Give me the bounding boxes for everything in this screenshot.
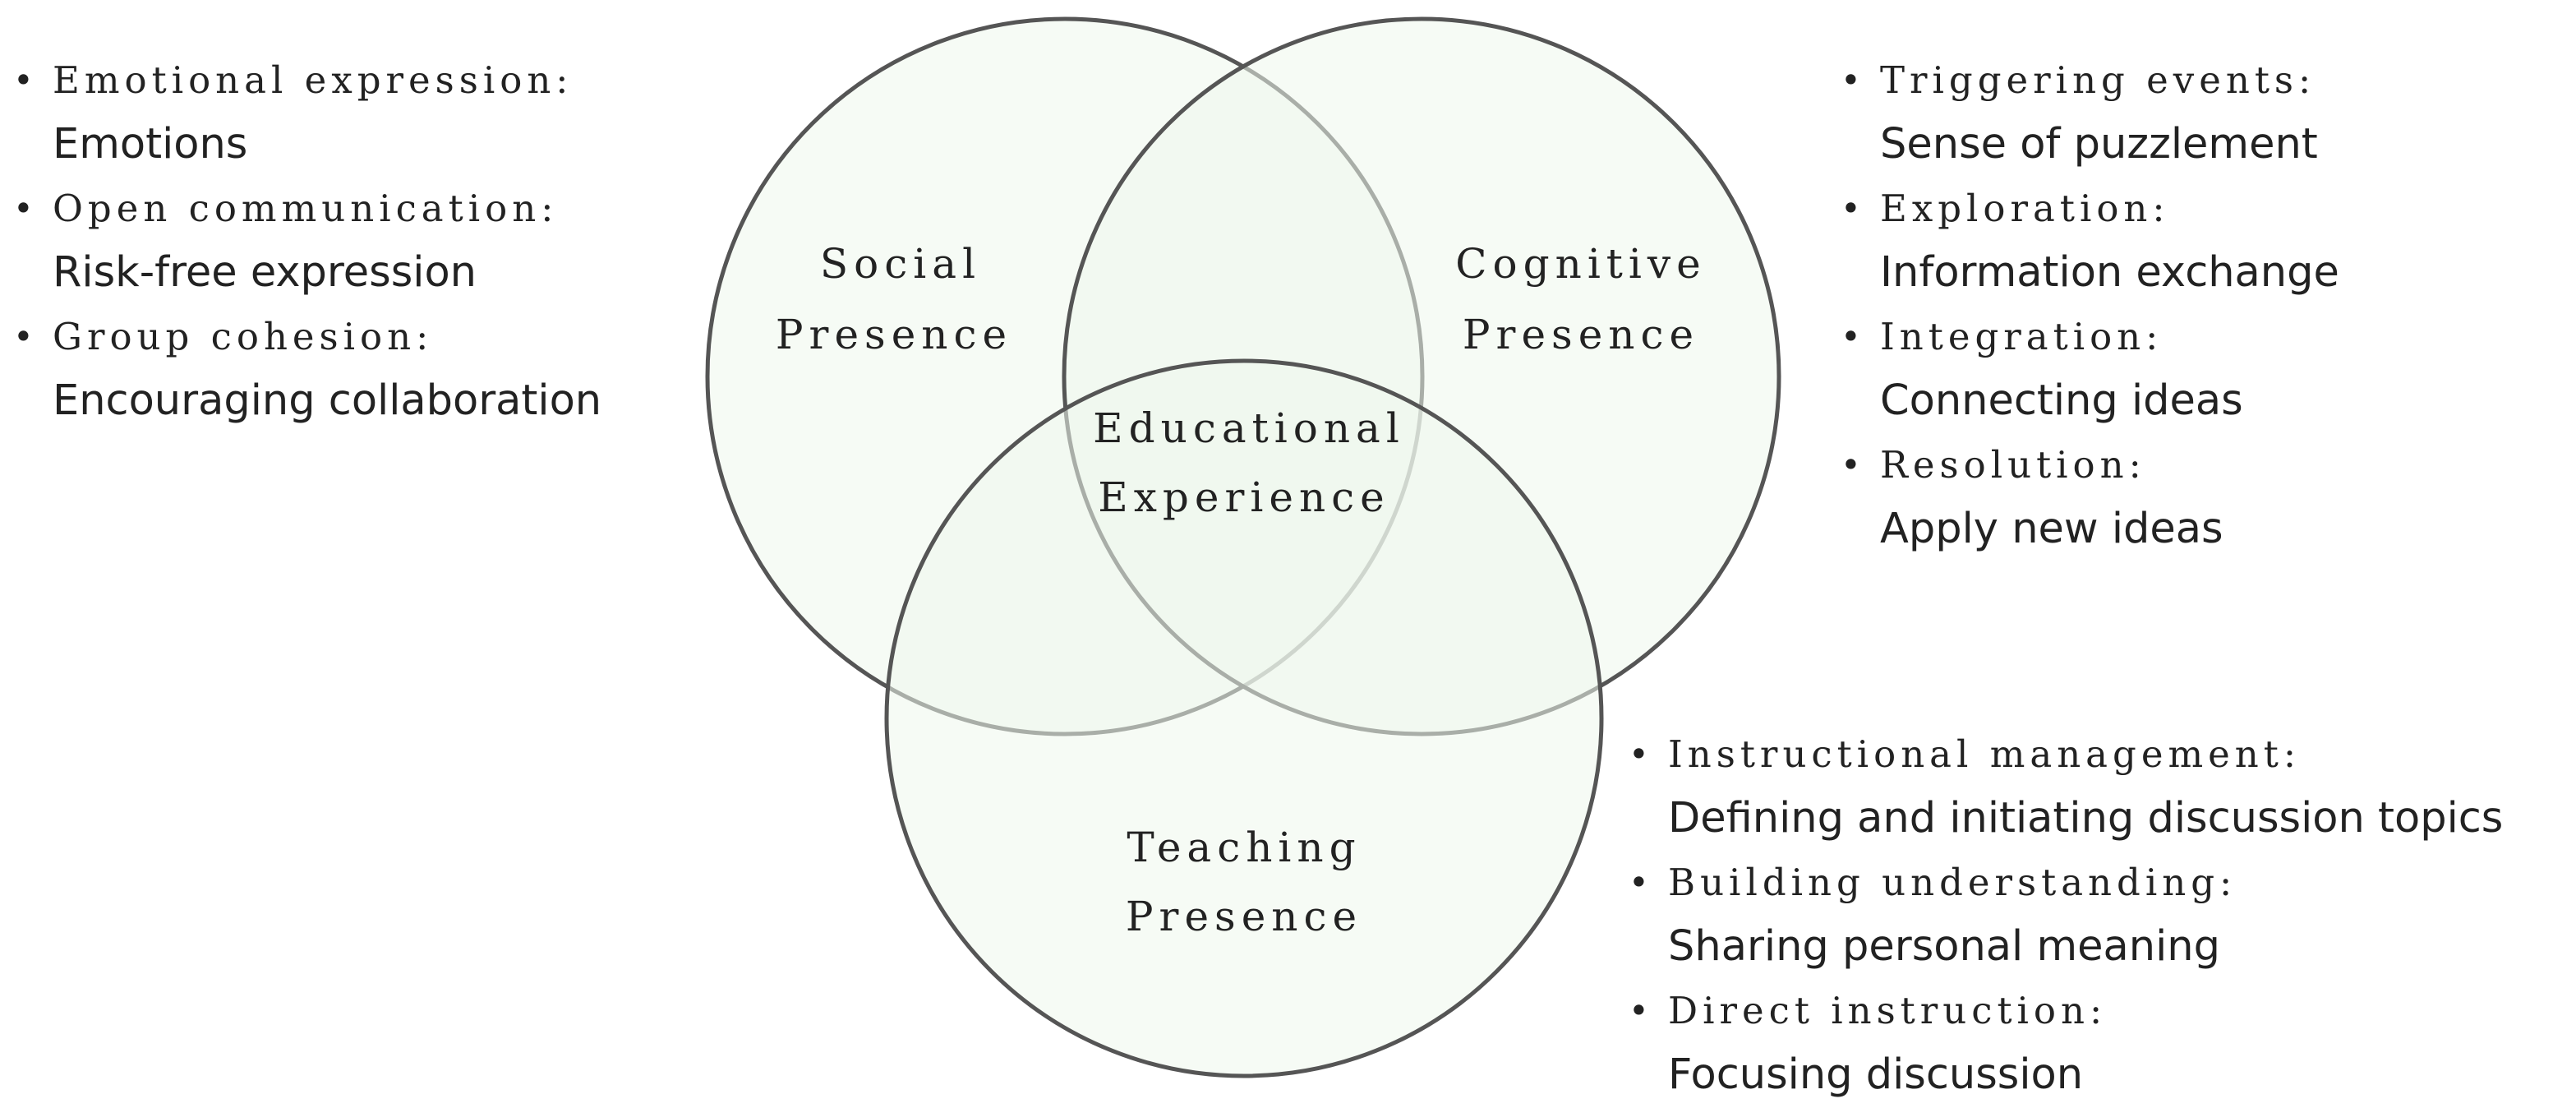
teaching-presence-circle	[884, 358, 1604, 1078]
indicator-description: Focusing discussion	[1668, 1050, 2084, 1099]
indicator-description: Defining and initiating discussion topic…	[1668, 794, 2504, 843]
indicator-description: Information exchange	[1880, 248, 2339, 297]
social-presence-label-line2: Presence	[776, 311, 1012, 358]
list-item: • Open communication: Risk-free expressi…	[13, 178, 601, 306]
educational-experience-label-line1: Educational	[1093, 404, 1405, 452]
list-item: • Instructional management: Defining and…	[1629, 723, 2503, 852]
indicator-term: Group cohesion:	[53, 315, 434, 358]
bullet-icon: •	[1629, 862, 1649, 903]
cognitive-presence-label-line2: Presence	[1463, 311, 1699, 358]
educational-experience-label-line2: Experience	[1098, 473, 1390, 521]
bullet-icon: •	[1629, 734, 1649, 774]
list-item: • Triggering events: Sense of puzzlement	[1841, 49, 2339, 178]
bullet-icon: •	[13, 188, 34, 229]
indicator-term: Open communication:	[53, 187, 559, 230]
indicator-description: Encouraging collaboration	[53, 376, 602, 425]
indicator-term: Instructional management:	[1668, 732, 2301, 776]
bullet-icon: •	[1629, 990, 1649, 1031]
social-presence-label-line1: Social	[820, 240, 981, 288]
bullet-icon: •	[1841, 188, 1861, 229]
indicator-term: Triggering events:	[1880, 58, 2316, 102]
indicator-description: Sharing personal meaning	[1668, 922, 2220, 971]
indicator-description: Risk-free expression	[53, 248, 477, 297]
indicator-description: Emotions	[53, 120, 248, 169]
indicator-description: Apply new ideas	[1880, 505, 2223, 553]
cognitive-presence-label-line1: Cognitive	[1455, 240, 1706, 288]
social-presence-indicators: • Emotional expression: Emotions • Open …	[13, 49, 601, 434]
list-item: • Resolution: Apply new ideas	[1841, 434, 2339, 562]
list-item: • Exploration: Information exchange	[1841, 178, 2339, 306]
list-item: • Group cohesion: Encouraging collaborat…	[13, 306, 601, 434]
cognitive-presence-indicators: • Triggering events: Sense of puzzlement…	[1841, 49, 2339, 562]
list-item: • Building understanding: Sharing person…	[1629, 852, 2503, 980]
indicator-term: Exploration:	[1880, 187, 2170, 230]
list-item: • Integration: Connecting ideas	[1841, 306, 2339, 434]
teaching-presence-label-line2: Presence	[1126, 893, 1362, 940]
indicator-description: Connecting ideas	[1880, 376, 2243, 425]
bullet-icon: •	[1841, 60, 1861, 100]
bullet-icon: •	[1841, 445, 1861, 485]
list-item: • Direct instruction: Focusing discussio…	[1629, 980, 2503, 1108]
indicator-term: Direct instruction:	[1668, 989, 2108, 1032]
indicator-term: Integration:	[1880, 315, 2164, 358]
teaching-presence-indicators: • Instructional management: Defining and…	[1629, 723, 2503, 1108]
indicator-description: Sense of puzzlement	[1880, 120, 2318, 169]
bullet-icon: •	[1841, 316, 1861, 357]
list-item: • Emotional expression: Emotions	[13, 49, 601, 178]
indicator-term: Resolution:	[1880, 443, 2146, 487]
indicator-term: Emotional expression:	[53, 58, 574, 102]
bullet-icon: •	[13, 60, 34, 100]
bullet-icon: •	[13, 316, 34, 357]
indicator-term: Building understanding:	[1668, 861, 2237, 904]
teaching-presence-label-line1: Teaching	[1127, 824, 1361, 871]
